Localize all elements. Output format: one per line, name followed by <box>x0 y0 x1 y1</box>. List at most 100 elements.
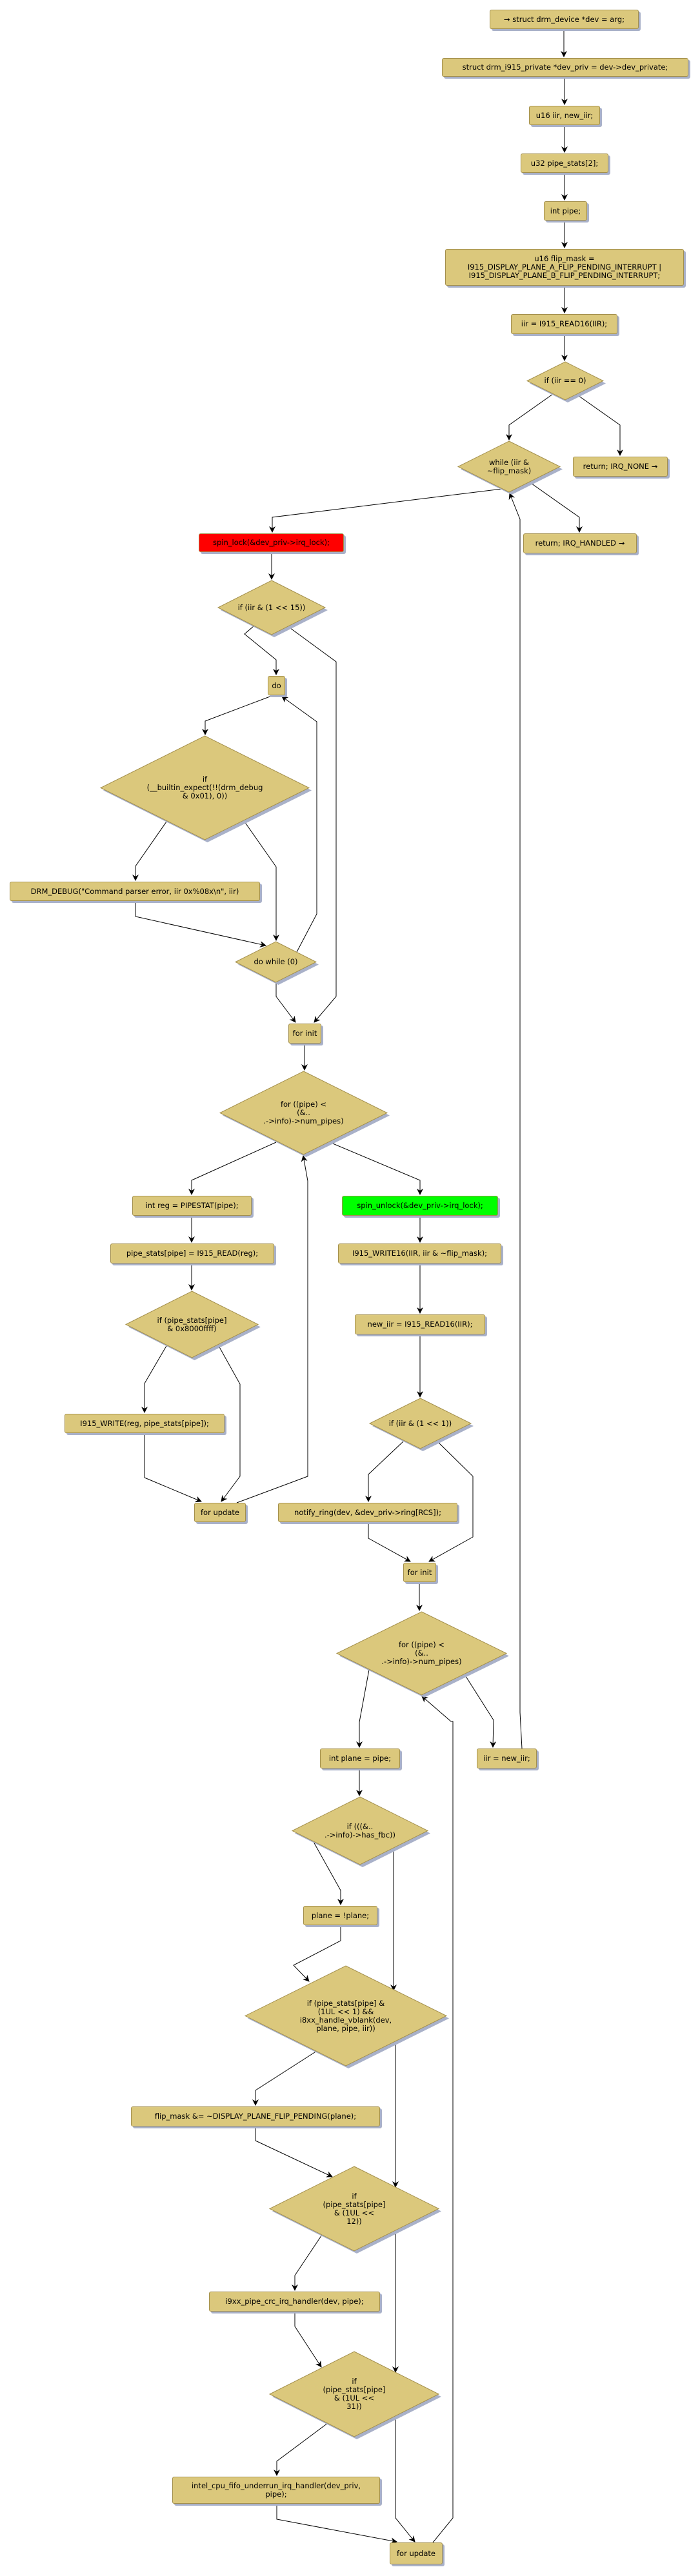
flow-arrow <box>269 488 503 533</box>
statement-node: for init <box>288 1024 321 1044</box>
diamond-shape <box>526 361 606 402</box>
node-label: do while (0) <box>254 957 298 966</box>
flow-arrow <box>287 626 337 1023</box>
flow-arrow <box>144 1434 202 1503</box>
node-label: pipe_stats[pipe] = I915_READ(reg); <box>126 1249 259 1258</box>
node-label: spin_unlock(&dev_priv->irq_lock); <box>357 1201 483 1210</box>
statement-node: int reg = PIPESTAT(pipe); <box>132 1196 252 1216</box>
diamond-shape <box>234 941 319 985</box>
statement-node: u16 flip_mask = I915_DISPLAY_PLANE_A_FLI… <box>445 249 684 286</box>
node-label: if (iir & (1 << 1)) <box>388 1418 452 1428</box>
flow-arrow <box>575 393 623 456</box>
flow-arrow <box>368 1523 411 1562</box>
flow-arrow <box>428 1441 474 1562</box>
decision-node: if (pipe_stats[pipe] & (1UL << 1) && i8x… <box>244 1965 449 2068</box>
node-label: new_iir = I915_READ16(IIR); <box>367 1320 473 1329</box>
node-label: notify_ring(dev, &dev_priv->ring[RCS]); <box>294 1507 441 1517</box>
diamond-shape <box>268 2351 441 2439</box>
flow-arrow <box>141 1344 168 1413</box>
flow-arrow <box>188 1142 277 1195</box>
flow-arrow <box>312 1840 344 1905</box>
node-label: if (pipe_stats[pipe] & 0x8000ffff) <box>157 1315 227 1333</box>
decision-node: if (iir == 0) <box>526 361 606 402</box>
statement-node: notify_ring(dev, &dev_priv->ring[RCS]); <box>278 1503 457 1522</box>
statement-node: plane = !plane; <box>303 1906 377 1925</box>
node-label: if (__builtin_expect(!!(drm_debug & 0x01… <box>146 775 263 800</box>
statement-node: DRM_DEBUG("Command parser error, iir 0x%… <box>10 882 260 901</box>
decision-node: for ((pipe) < (&.. .->info)->num_pipes) <box>335 1611 509 1698</box>
node-label: for init <box>407 1567 432 1577</box>
node-label: iir = I915_READ16(IIR); <box>521 319 608 328</box>
statement-node: for init <box>403 1563 436 1582</box>
decision-node: do while (0) <box>234 941 319 985</box>
flow-arrow <box>421 1696 454 2543</box>
node-label: do <box>272 680 281 690</box>
decision-node: while (iir & ~flip_mask) <box>457 441 563 495</box>
node-label: struct drm_i915_private *dev_priv = dev-… <box>462 63 668 72</box>
node-label: if (pipe_stats[pipe] & (1UL << 1) && i8x… <box>299 1998 392 2033</box>
node-label: for ((pipe) < (&.. .->info)->num_pipes) <box>381 1640 462 1666</box>
flow-arrow <box>395 2415 415 2542</box>
diamond-shape <box>99 735 312 842</box>
diamond-shape <box>268 2166 441 2254</box>
node-label: spin_lock(&dev_priv->irq_lock); <box>213 538 330 547</box>
lock-node: spin_lock(&dev_priv->irq_lock); <box>199 533 344 552</box>
statement-node: iir = new_iir; <box>477 1749 537 1769</box>
flow-arrow <box>244 626 279 675</box>
node-label: for update <box>397 2548 435 2558</box>
node-label: intel_cpu_fifo_underrun_irq_handler(dev_… <box>191 2481 361 2499</box>
diamond-shape <box>217 580 328 637</box>
node-label: if (iir == 0) <box>544 376 586 385</box>
statement-node: I915_WRITE16(IIR, iir & ~flip_mask); <box>338 1243 501 1263</box>
flow-arrow <box>244 821 279 941</box>
statement-node: i9xx_pipe_crc_irq_handler(dev, pipe); <box>209 2292 380 2312</box>
node-label: plane = !plane; <box>311 1910 370 1920</box>
flow-arrow <box>365 1441 404 1502</box>
flow-arrow <box>202 695 272 735</box>
flow-arrow <box>255 2126 333 2177</box>
diamond-shape <box>368 1398 474 1451</box>
decision-node: if (pipe_stats[pipe] & 0x8000ffff) <box>125 1291 261 1360</box>
node-label: int reg = PIPESTAT(pipe); <box>145 1201 239 1210</box>
statement-node: struct drm_i915_private *dev_priv = dev-… <box>442 58 688 77</box>
flow-arrow <box>275 982 296 1023</box>
statement-node: for update <box>194 1503 246 1522</box>
flow-arrow <box>294 2312 322 2368</box>
statement-node: int pipe; <box>544 201 587 221</box>
decision-node: if (pipe_stats[pipe] & (1UL << 12)) <box>268 2166 441 2254</box>
flow-arrow <box>356 1669 370 1748</box>
node-label: int pipe; <box>550 206 581 215</box>
statement-node: u32 pipe_stats[2]; <box>521 154 608 173</box>
flow-arrow <box>274 2422 328 2476</box>
flow-arrow <box>276 2504 397 2544</box>
statement-node: pipe_stats[pipe] = I915_READ(reg); <box>110 1243 274 1263</box>
node-label: int plane = pipe; <box>328 1754 392 1763</box>
flow-arrow <box>464 1674 497 1748</box>
flow-arrow <box>135 902 266 947</box>
statement-node: int plane = pipe; <box>320 1749 400 1769</box>
node-label: u16 iir, new_iir; <box>535 110 594 120</box>
flow-arrow <box>236 1155 308 1503</box>
statement-node: return; IRQ_NONE → <box>573 457 668 477</box>
decision-node: if (iir & (1 << 1)) <box>368 1398 474 1451</box>
node-label: for init <box>292 1029 317 1038</box>
flow-arrow <box>217 1344 241 1502</box>
diamond-shape <box>457 441 563 495</box>
statement-node: new_iir = I915_READ16(IIR); <box>355 1314 485 1334</box>
node-label: if (iir & (1 << 15)) <box>237 602 306 612</box>
decision-node: if (iir & (1 << 15)) <box>217 580 328 637</box>
node-label: for ((pipe) < (&.. .->info)->num_pipes) <box>263 1100 344 1125</box>
flow-arrow <box>281 696 317 953</box>
statement-node: flip_mask &= ~DISPLAY_PLANE_FLIP_PENDING… <box>131 2106 380 2126</box>
node-label: if (pipe_stats[pipe] & (1UL << 12)) <box>323 2191 386 2226</box>
diamond-shape <box>291 1796 430 1867</box>
node-label: DRM_DEBUG("Command parser error, iir 0x%… <box>30 886 239 896</box>
node-label: if (pipe_stats[pipe] & (1UL << 31)) <box>323 2377 386 2411</box>
node-label: return; IRQ_NONE → <box>583 462 658 471</box>
statement-node: → struct drm_device *dev = arg; <box>490 10 639 29</box>
node-label: if (((&.. .->info)->has_fbc)) <box>324 1821 395 1839</box>
decision-node: if (__builtin_expect(!!(drm_debug & 0x01… <box>99 735 312 842</box>
decision-node: if (((&.. .->info)->has_fbc)) <box>291 1796 430 1867</box>
decision-node: if (pipe_stats[pipe] & (1UL << 31)) <box>268 2351 441 2439</box>
